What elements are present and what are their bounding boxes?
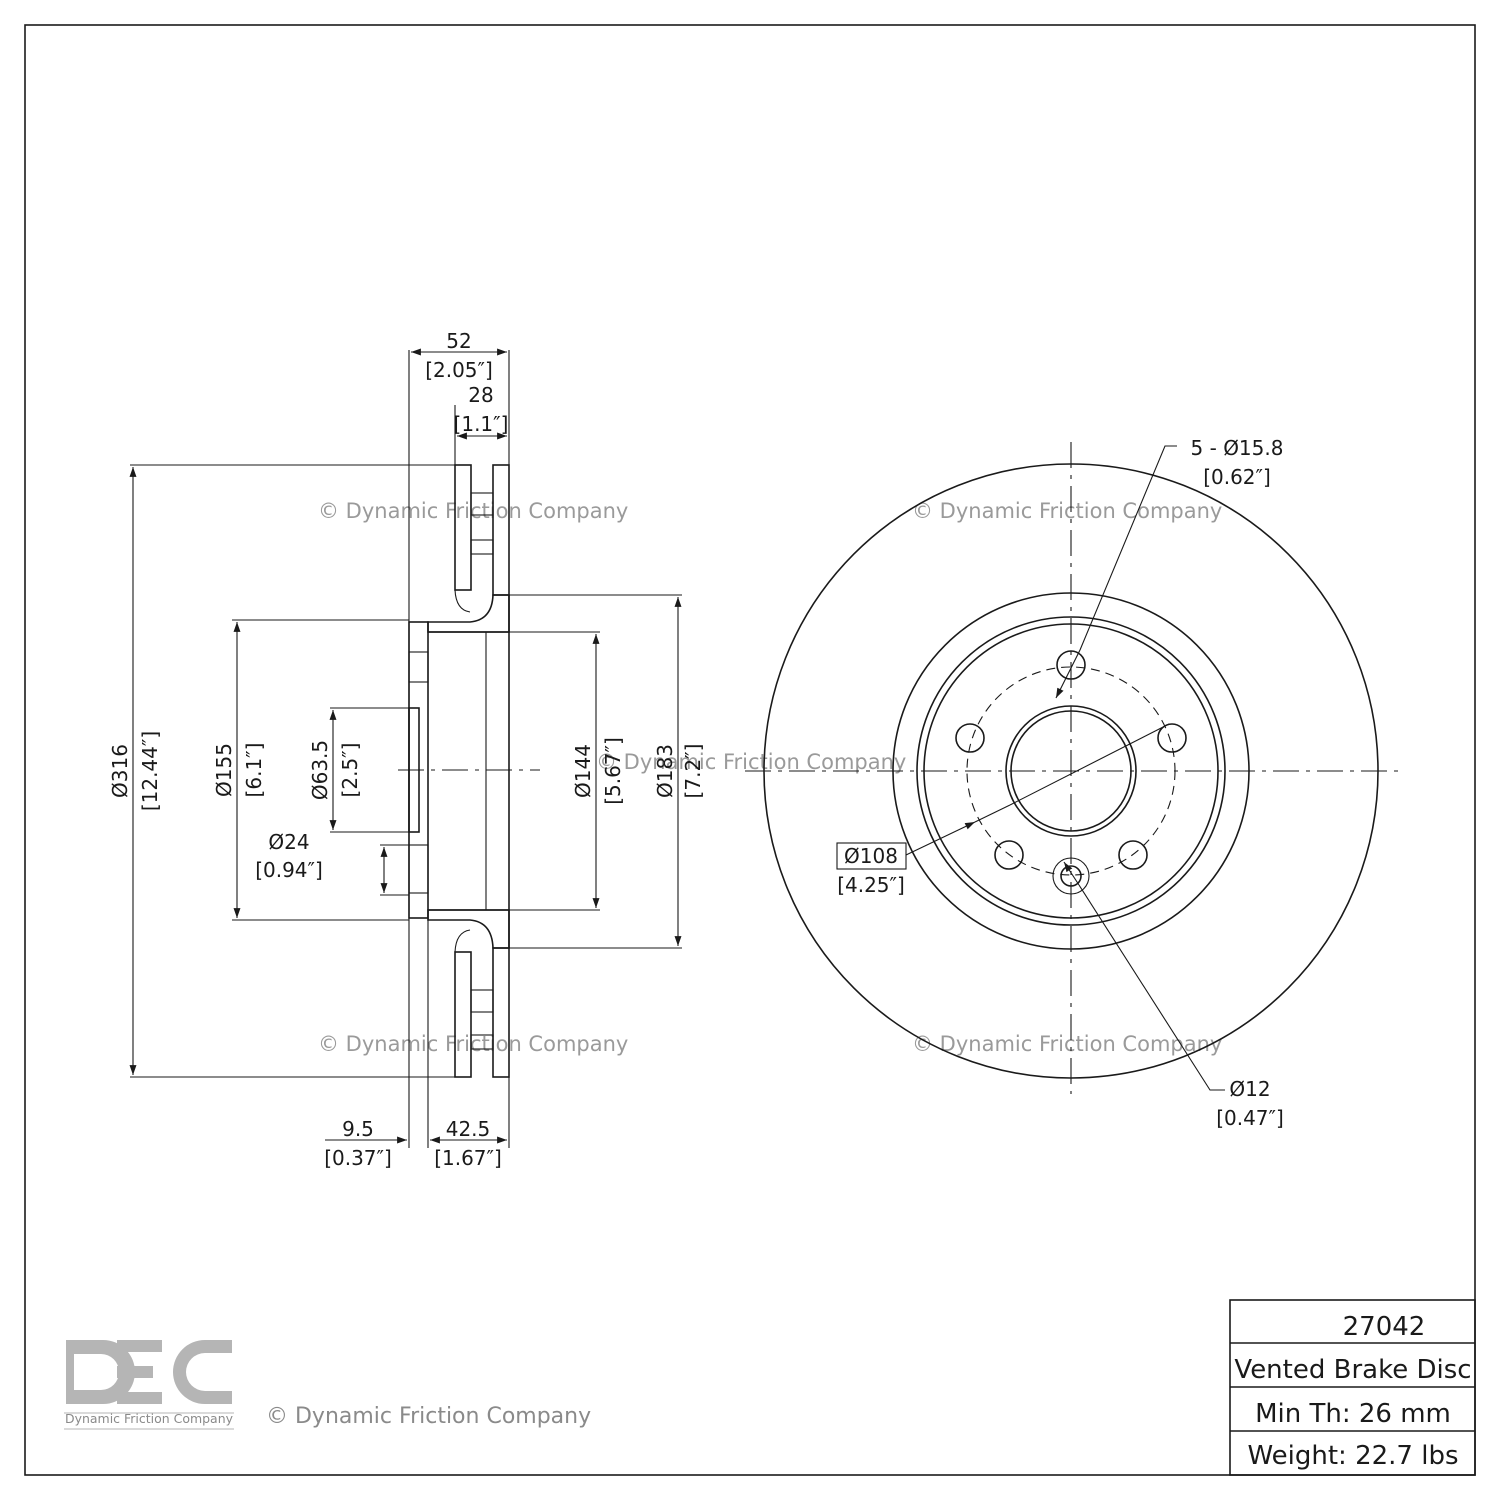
dim-disc-thickness-mm: 28 [468,383,493,407]
hat-inner-edge [916,616,1226,926]
watermark: © Dynamic Friction Company [318,1032,628,1056]
vent-vane [470,989,494,1013]
stud-hole-top [408,651,429,683]
dim-hub-diameter-in: [6.1″] [242,743,266,798]
dim-bolt-holes-mm: 5 - Ø15.8 [1191,436,1284,460]
dim-hat-outer-in: [7.2″] [681,744,705,799]
dim-hub-diameter-mm: Ø155 [212,743,236,797]
part-number: 27042 [1343,1312,1426,1342]
dim-overall-width-mm: 52 [446,329,471,353]
vent-vane [470,539,494,555]
dim-inner-hat-in: [5.67″] [601,737,625,805]
dim-hat-height-in: [1.67″] [434,1146,502,1170]
bolt-hole [955,723,985,753]
dim-hat-height-mm: 42.5 [446,1117,491,1141]
rotor-cheek-top-inner [454,464,472,591]
rotor-cheek-bottom-outer [492,947,510,1078]
dim-flange-thickness-in: [0.37″] [324,1146,392,1170]
bolt-hole [1157,723,1187,753]
dim-inner-hat-mm: Ø144 [571,744,595,798]
watermark: © Dynamic Friction Company [912,499,1222,523]
vent-vane [470,492,494,516]
watermark: © Dynamic Friction Company [318,499,628,523]
dim-pilot-hole-mm: Ø12 [1229,1077,1270,1101]
min-thickness: Min Th: 26 mm [1255,1399,1451,1429]
vent-vane [470,1034,494,1050]
dfc-logo-mark [66,1340,232,1404]
watermark: © Dynamic Friction Company [912,1032,1222,1056]
watermarks: © Dynamic Friction Company © Dynamic Fri… [318,499,1222,1056]
stud-hole-bottom [408,844,429,894]
dim-bolt-circle-in: [4.25″] [837,873,905,897]
rotor-cheek-top-outer [492,464,510,596]
bolt-hole [1056,650,1086,680]
dim-small-hole-mm: Ø24 [268,830,309,854]
hat-neck-top [427,594,510,633]
dim-outer-diameter-mm: Ø316 [108,744,132,798]
title-block: 27042 Vented Brake Disc Min Th: 26 mm We… [1229,1299,1476,1476]
dim-flange-thickness-mm: 9.5 [342,1117,374,1141]
dim-hat-outer-mm: Ø183 [653,744,677,798]
bolt-hole [1118,840,1148,870]
drawing-border [24,24,1476,1476]
dim-center-bore-in: [2.5″] [338,743,362,798]
dim-bolt-circle-mm: Ø108 [844,844,898,868]
dim-disc-thickness-in: [1.1″] [454,412,509,436]
logo-tagline: Dynamic Friction Company [65,1412,233,1426]
dim-pilot-hole-in: [0.47″] [1216,1106,1284,1130]
rotor-cheek-bottom-inner [454,951,472,1078]
dim-outer-diameter-in: [12.44″] [138,731,162,811]
weight: Weight: 22.7 lbs [1247,1441,1458,1471]
dim-center-bore-mm: Ø63.5 [308,740,332,800]
dim-overall-width-in: [2.05″] [425,358,493,382]
side-section-view: 52 [2.05″] 28 [1.1″] Ø24 [0.94″] 9.5 [0.… [108,329,705,1170]
watermark: © Dynamic Friction Company [596,750,906,774]
front-view: 5 - Ø15.8 [0.62″] Ø108 [4.25″] Ø12 [0.47… [745,436,1398,1130]
bolt-circle-basic-box [836,842,907,870]
dfc-logo: Dynamic Friction Company [64,1340,234,1430]
bolt-hole [994,840,1024,870]
part-description: Vented Brake Disc [1234,1355,1471,1385]
dim-bolt-holes-in: [0.62″] [1203,465,1271,489]
hat-neck-bottom [427,909,510,949]
dim-small-hole-in: [0.94″] [255,858,323,882]
pilot-hole-boss [1052,857,1090,895]
footer-copyright: © Dynamic Friction Company [266,1404,591,1429]
